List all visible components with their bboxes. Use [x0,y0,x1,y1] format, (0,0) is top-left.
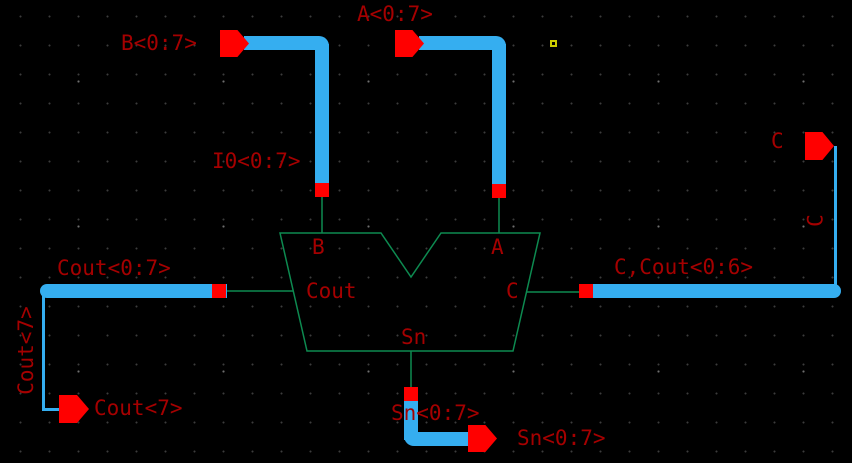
wire-c-vertical[interactable] [834,146,837,292]
pin-label-sn: Sn [401,325,427,349]
pin-label-c: C [506,279,519,303]
net-label-cout7[interactable]: Cout<7> [94,396,183,420]
pin-label-cout: Cout [306,279,357,303]
net-label-b[interactable]: B<0:7> [121,31,197,55]
origin-marker [550,40,557,47]
net-label-cout7-vertical[interactable]: Cout<7> [14,306,38,395]
net-label-i0[interactable]: I0<0:7> [212,149,301,173]
connection-square-b[interactable] [315,183,329,197]
net-label-sn-out[interactable]: Sn<0:7> [517,426,606,450]
bus-cout-horizontal[interactable] [40,284,227,298]
net-label-cout-bus[interactable]: Cout<0:7> [57,256,171,280]
net-label-c-cout[interactable]: C,Cout<0:6> [614,255,754,279]
connection-square-cout[interactable] [212,284,226,298]
net-label-c-vertical[interactable]: C [803,214,828,227]
pin-label-a: A [491,235,504,259]
connection-square-c[interactable] [579,284,593,298]
bus-sn-horizontal[interactable] [404,432,470,446]
pin-label-b: B [312,235,325,259]
net-label-c[interactable]: C [771,129,784,153]
net-label-a[interactable]: A<0:7> [357,2,433,26]
bus-sn-vertical[interactable] [404,394,418,440]
net-label-sn-mid[interactable]: Sn<0:7> [391,401,480,425]
connection-square-sn[interactable] [404,387,418,401]
adder-symbol-outline[interactable] [279,232,541,352]
connection-square-a[interactable] [492,184,506,198]
bus-a-vertical[interactable] [492,44,506,190]
bus-b-vertical[interactable] [315,44,329,190]
bus-b-horizontal[interactable] [244,36,329,50]
wire-cout7-horizontal[interactable] [42,408,62,411]
bus-c-cout-horizontal[interactable] [586,284,841,298]
bus-a-horizontal[interactable] [419,36,506,50]
wire-cout7-vertical[interactable] [42,292,45,410]
